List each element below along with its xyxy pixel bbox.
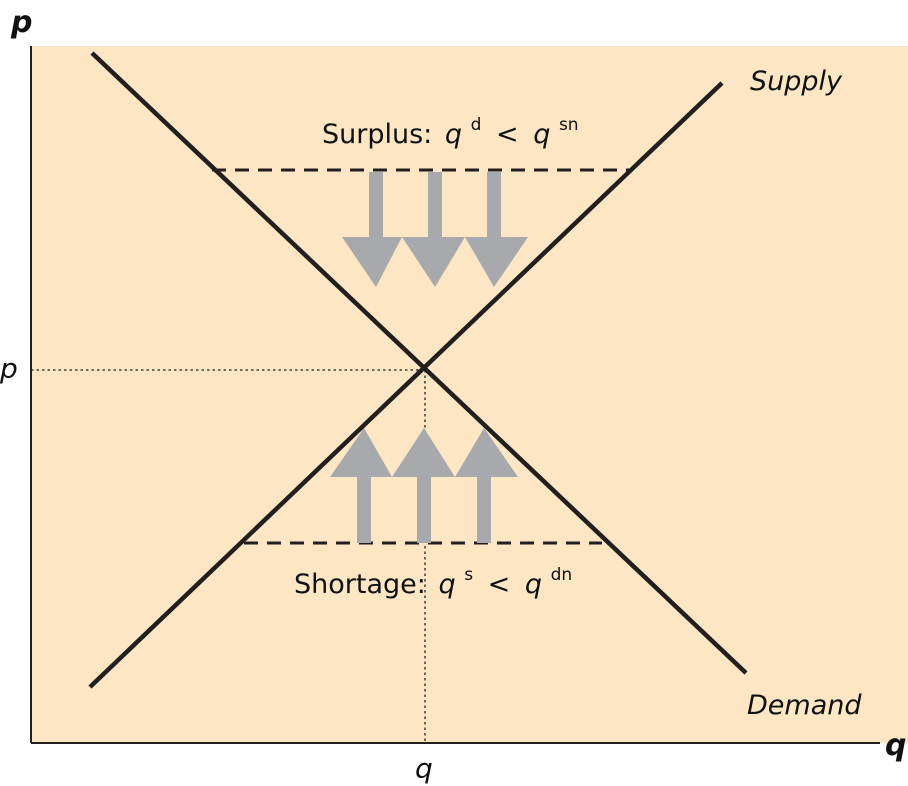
surplus-lhs-sup: d: [471, 115, 482, 135]
shortage-lhs-sup: s: [464, 565, 473, 585]
shortage-lhs-var: q: [438, 569, 455, 600]
shortage-label: Shortage: q s < q dn: [294, 556, 572, 600]
surplus-word: Surplus:: [322, 119, 432, 150]
plot-background: [31, 46, 908, 743]
shortage-arrow-up-3: [455, 428, 518, 543]
surplus-arrows: [342, 172, 528, 287]
surplus-arrow-down-2: [402, 172, 465, 287]
y-axis-label: p: [10, 5, 32, 40]
shortage-operator: <: [488, 569, 511, 600]
equilibrium-quantity-label: q: [415, 752, 433, 785]
surplus-arrow-down-1: [342, 172, 402, 287]
demand-curve: [90, 51, 748, 675]
demand-label: Demand: [747, 690, 862, 721]
surplus-arrow-down-3: [465, 172, 528, 287]
equilibrium-price-label: p: [0, 352, 18, 385]
surplus-rhs-sup: sn: [559, 115, 579, 135]
surplus-rhs-var: q: [533, 119, 550, 150]
surplus-operator: <: [496, 119, 519, 150]
x-axis-label: q: [885, 728, 906, 763]
shortage-rhs-sup: dn: [551, 565, 573, 585]
surplus-lhs-var: q: [445, 119, 462, 150]
supply-curve: [88, 81, 724, 689]
shortage-arrow-up-2: [392, 428, 455, 543]
shortage-rhs-var: q: [525, 569, 542, 600]
shortage-arrow-up-1: [330, 428, 392, 543]
supply-label: Supply: [750, 66, 843, 97]
surplus-label: Surplus: q d < q sn: [322, 106, 579, 150]
shortage-arrows: [330, 428, 518, 543]
shortage-word: Shortage:: [294, 569, 426, 600]
